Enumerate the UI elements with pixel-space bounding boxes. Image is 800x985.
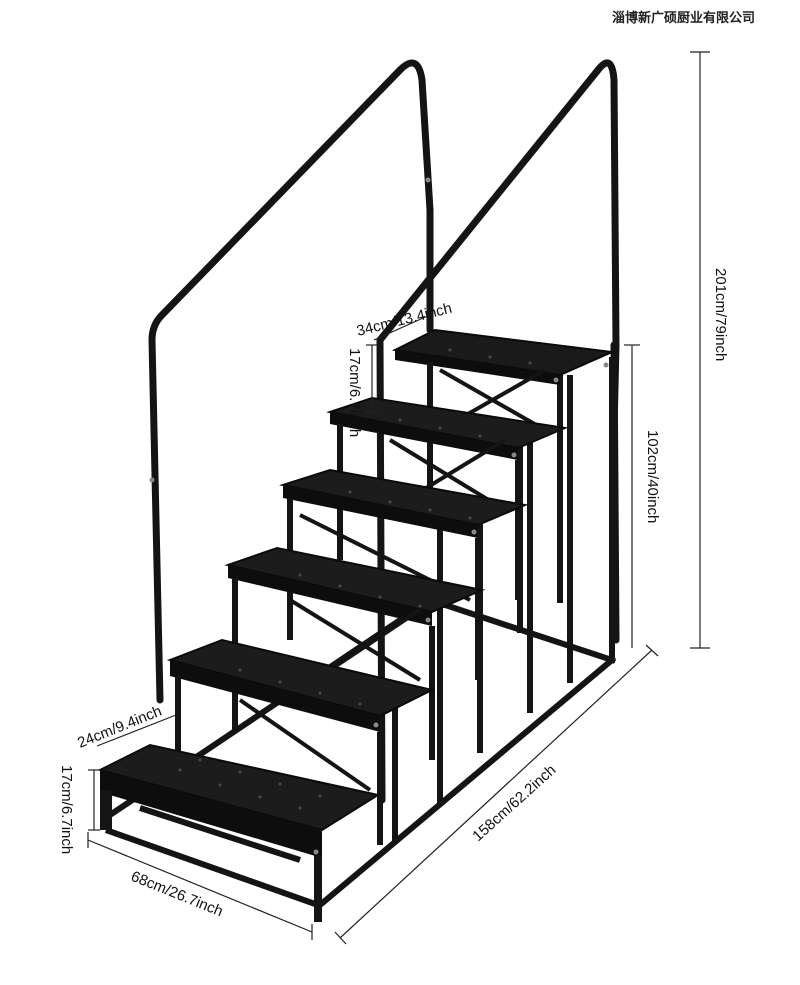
handrail-left — [148, 59, 434, 704]
steps — [97, 177, 616, 922]
platform-height-label: 102cm/40inch — [644, 430, 661, 523]
step-1 — [97, 743, 381, 922]
total-height-label: 201cm/79inch — [712, 268, 729, 361]
dimension-lines — [87, 51, 710, 945]
step-3 — [224, 546, 486, 760]
handrail-right — [376, 59, 620, 804]
total-length-label: 158cm/62.2inch — [469, 761, 559, 844]
bolts — [149, 177, 609, 855]
top-rise-label: 17cm/6.7inch — [346, 348, 363, 437]
step-width-label: 68cm/26.7inch — [129, 868, 226, 920]
tread-texture — [178, 348, 532, 810]
bottom-rise-label: 17cm/6.7inch — [58, 765, 75, 854]
watermark-text: 淄博新广硕厨业有限公司 — [612, 10, 755, 26]
